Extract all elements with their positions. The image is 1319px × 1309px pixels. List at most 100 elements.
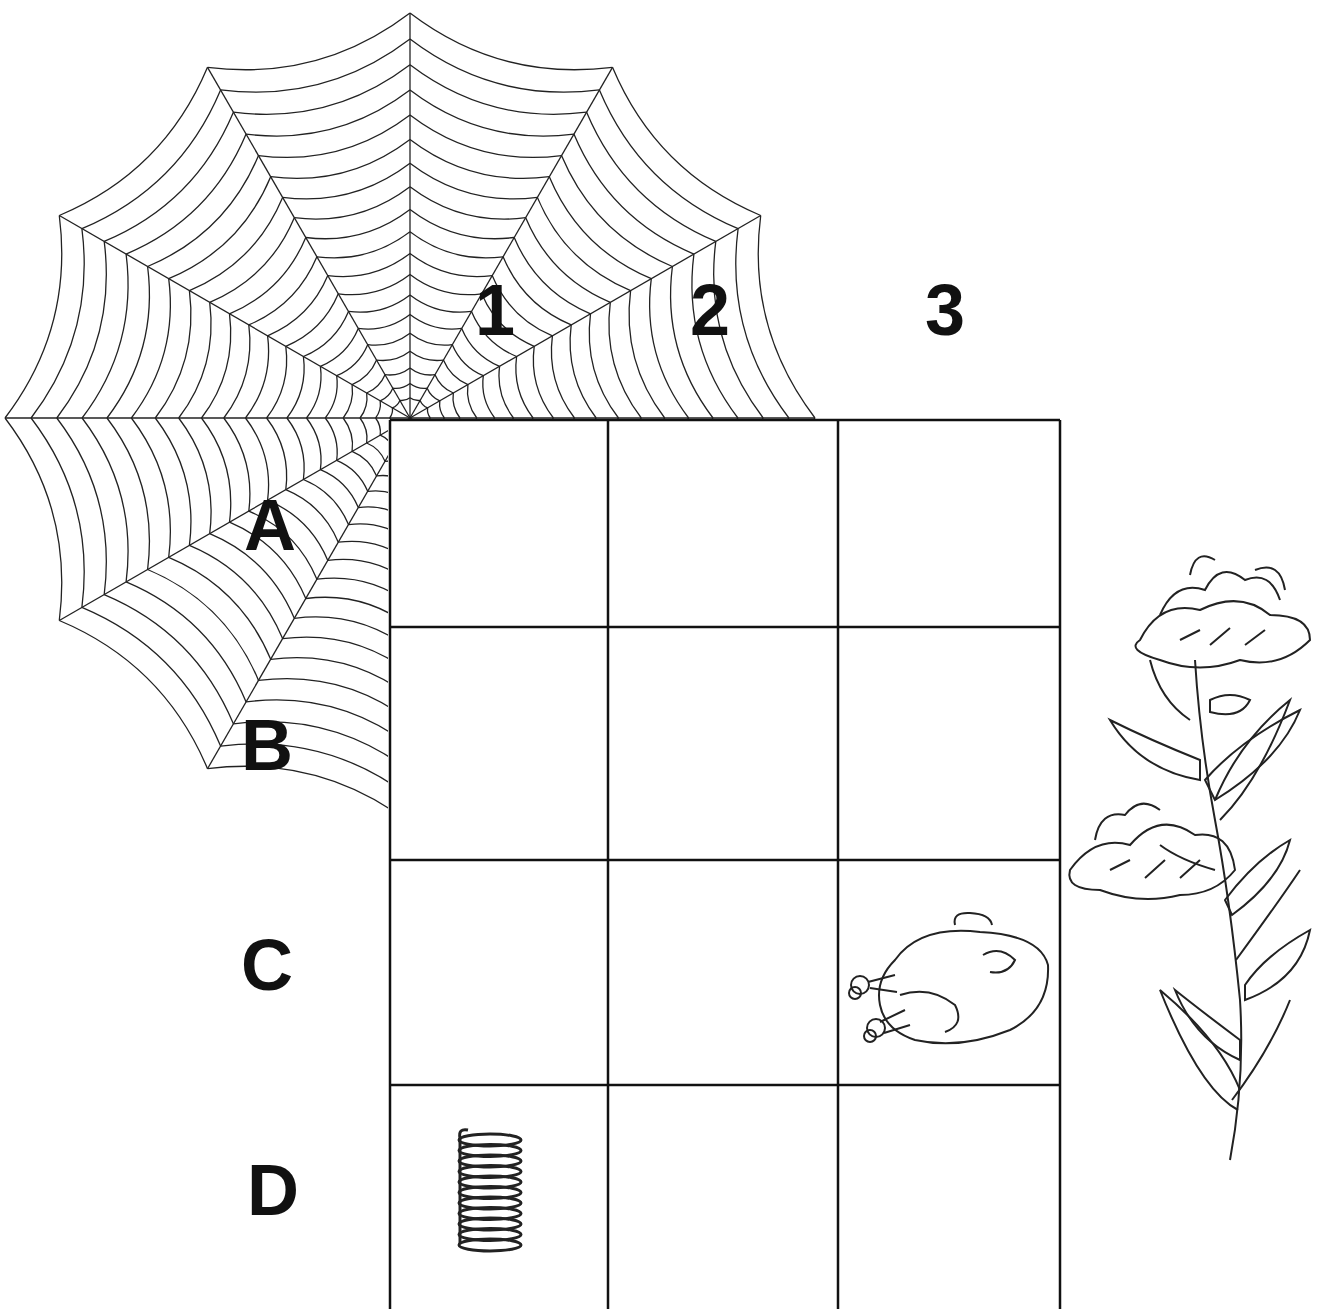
web-thread [320,328,358,366]
web-thread [208,766,411,823]
web-thread [385,368,410,375]
web-thread [410,398,420,401]
web-thread [59,67,207,215]
web-thread [499,366,514,418]
web-thread [317,232,410,258]
grid-ground [388,421,1319,1309]
web-thread [367,443,385,461]
web-thread [390,408,393,418]
web-thread [126,134,246,254]
web-thread [410,315,462,330]
web-thread [650,279,689,418]
spring-coil [459,1239,521,1251]
web-thread [179,302,211,418]
web-thread [549,177,651,279]
web-thread [410,67,613,418]
web-thread [562,156,673,267]
row-label: D [247,1154,299,1226]
web-thread [337,345,368,376]
web-thread [5,417,410,418]
web-thread [367,375,385,393]
web-thread [210,218,295,303]
web-thread [410,163,537,199]
web-thread [320,470,358,508]
web-thread [360,418,367,443]
web-thread [410,216,761,419]
web-thread [467,385,476,418]
web-thread [551,336,574,418]
web-thread [104,595,233,724]
web-thread [368,333,410,345]
web-thread [328,254,410,277]
web-thread [410,275,482,295]
web-thread [427,388,440,401]
web-thread [337,460,368,491]
web-thread [155,291,191,418]
web-thread [82,607,221,746]
web-thread [526,218,611,303]
web-thread [307,418,322,470]
web-thread [609,302,641,418]
web-thread [392,400,400,408]
web-thread [360,393,367,418]
web-thread [287,418,304,480]
web-thread [169,177,271,279]
web-thread [537,197,630,290]
web-thread [570,325,596,418]
web-thread [126,582,246,702]
web-thread [400,398,410,401]
web-thread [410,232,503,258]
web-thread [410,333,452,345]
web-thread [169,557,271,659]
web-thread [189,197,282,290]
web-thread [410,368,435,375]
spring-symbol [459,1130,521,1251]
web-thread [287,357,304,419]
web-thread [613,67,761,215]
web-thread [599,90,738,229]
web-thread [294,187,410,219]
web-thread [59,621,207,769]
column-label: 2 [690,274,730,346]
web-thread [82,418,128,582]
web-thread [410,295,472,312]
column-label: 3 [925,274,965,346]
web-thread [410,13,613,70]
web-thread [410,90,574,136]
row-label: A [244,489,296,561]
web-thread [233,65,410,115]
web-thread [131,418,170,557]
web-thread [267,346,287,418]
web-thread [208,418,411,769]
web-thread [246,418,269,500]
web-thread [349,295,411,312]
web-thread [420,400,428,408]
web-thread [410,417,815,418]
web-thread [409,13,410,418]
web-thread [303,480,348,525]
web-thread [155,418,191,545]
web-thread [325,376,337,418]
web-thread [31,229,84,418]
web-thread [533,346,553,418]
web-thread [758,216,815,419]
web-thread [427,408,430,418]
web-thread [410,351,443,360]
web-thread [267,418,287,490]
web-thread [271,139,410,178]
web-thread [574,134,694,254]
web-thread [230,238,306,314]
web-thread [31,418,84,607]
web-thread [516,357,533,419]
web-thread [57,241,107,418]
web-thread [338,275,410,295]
column-label: 1 [475,274,515,346]
web-thread [5,216,62,419]
web-thread [148,156,259,267]
web-thread [5,418,62,621]
web-thread [221,39,410,92]
web-thread [377,351,410,360]
web-thread [393,384,410,389]
web-thread [82,254,128,418]
